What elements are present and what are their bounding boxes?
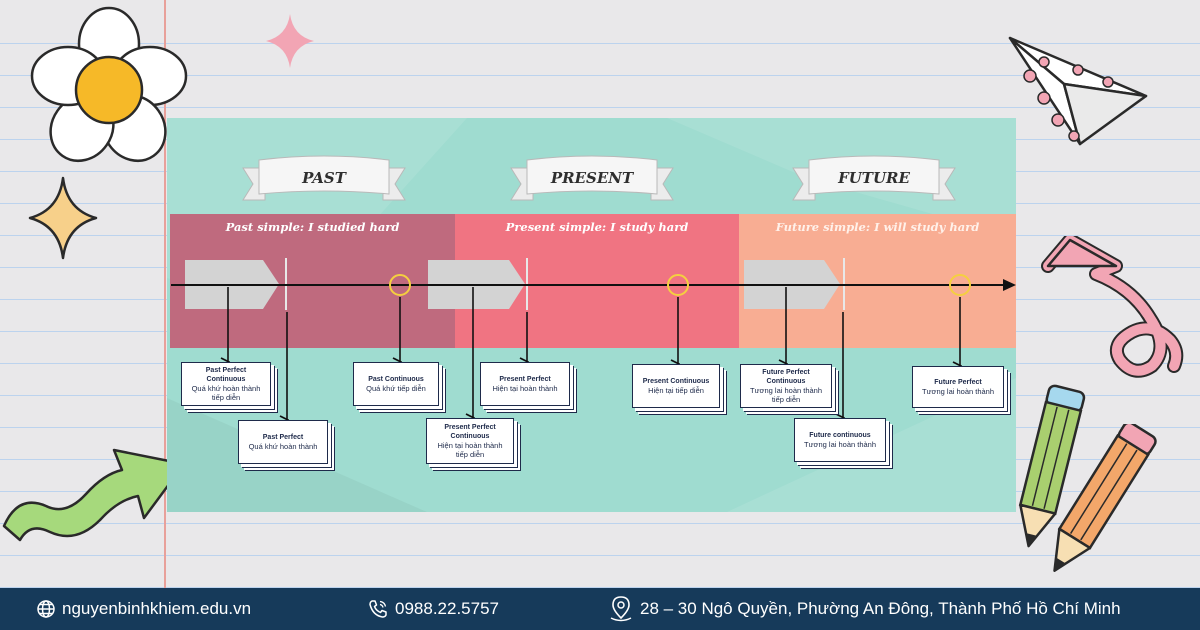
future-point-marker [949,274,971,296]
paper-plane-icon [1008,36,1148,146]
pink-arrow-icon [1041,236,1184,378]
present-label: PRESENT [550,169,634,187]
tense-card: Past Perfect Continuous Quá khứ hoàn thà… [181,362,271,406]
orange-pencil-icon [1053,424,1157,572]
notebook-margin-line [164,0,166,588]
tense-card: Past Perfect Quá khứ hoàn thành [238,420,328,464]
tense-card: Future continuous Tương lai hoàn thành [794,418,886,462]
future-banner: FUTURE [789,154,959,210]
yellow-sparkle-icon [28,176,98,260]
globe-icon [37,600,55,618]
time-axis-arrowhead [1003,279,1016,291]
flower-icon [30,6,188,162]
footer-bar: nguyenbinhkhiem.edu.vn 0988.22.5757 28 –… [0,588,1200,630]
footer-website[interactable]: nguyenbinhkhiem.edu.vn [36,588,251,630]
website-text[interactable]: nguyenbinhkhiem.edu.vn [62,599,252,618]
past-label: PAST [302,169,346,187]
phone-icon [369,600,387,618]
location-pin-icon [610,596,632,622]
tense-card: Future Perfect Tương lai hoàn thành [912,366,1004,408]
tense-card: Present Continuous Hiện tại tiếp diễn [632,364,720,408]
timeline-overlay [171,258,1016,512]
address-text: 28 – 30 Ngô Quyền, Phường An Đông, Thành… [640,599,1121,618]
present-simple-title: Present simple: I study hard [505,220,689,234]
present-banner: PRESENT [507,154,677,210]
footer-phone[interactable]: 0988.22.5757 [367,588,499,630]
footer-address: 28 – 30 Ngô Quyền, Phường An Đông, Thành… [608,588,1121,630]
tense-card: Past Continuous Quá khứ tiếp diễn [353,362,439,406]
pink-sparkle-icon [266,14,314,68]
tense-card: Future Perfect Continuous Tương lai hoàn… [740,364,832,408]
future-label: FUTURE [838,169,910,187]
tense-card: Present Perfect Continuous Hiện tại hoàn… [426,418,514,464]
phone-text[interactable]: 0988.22.5757 [395,599,499,618]
green-pencil-icon [1018,384,1086,548]
past-point-marker [389,274,411,296]
tense-card: Present Perfect Hiện tại hoàn thành [480,362,570,406]
green-arrow-icon [2,448,186,542]
present-point-marker [667,274,689,296]
past-banner: PAST [239,154,409,210]
future-simple-title: Future simple: I will study hard [775,220,980,234]
past-simple-title: Past simple: I studied hard [225,220,400,234]
